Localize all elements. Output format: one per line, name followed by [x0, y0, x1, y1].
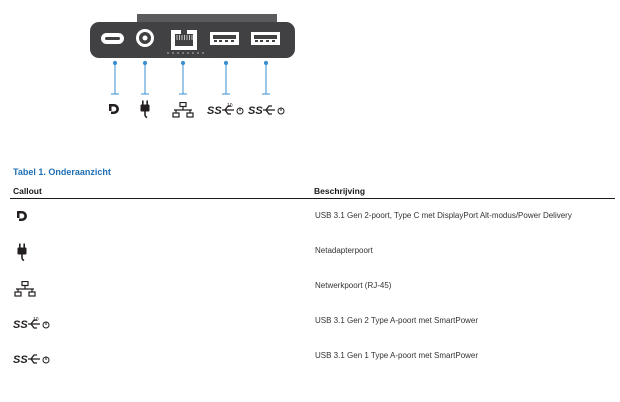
power-port	[136, 29, 154, 47]
displayport-icon	[17, 211, 27, 221]
usb-ss-power-icon	[13, 353, 50, 366]
rj45-port	[171, 30, 197, 50]
network-icon	[172, 102, 194, 118]
table-row: Netwerkpoort (RJ-45)	[10, 271, 615, 306]
callout-leader-lines	[111, 60, 270, 95]
power-plug-icon	[139, 100, 151, 119]
table-header: Callout Beschrijving	[10, 184, 615, 199]
row-description: USB 3.1 Gen 2-poort, Type C met DisplayP…	[315, 211, 572, 220]
table-row: USB 3.1 Gen 2-poort, Type C met DisplayP…	[10, 199, 615, 236]
table-row: USB 3.1 Gen 1 Type A-poort met SmartPowe…	[10, 341, 615, 376]
dock-bottom-view-figure: SS 10 SS	[90, 14, 295, 119]
row-description: USB 3.1 Gen 2 Type A-poort met SmartPowe…	[315, 316, 479, 325]
row-description: Netadapterpoort	[315, 246, 373, 255]
ports-table: Callout Beschrijving USB 3.1 Gen 2-poort…	[10, 184, 615, 376]
usb-a-port-1	[210, 32, 239, 45]
displayport-icon	[109, 104, 119, 114]
row-description: Netwerkpoort (RJ-45)	[315, 281, 392, 290]
table-row: Netadapterpoort	[10, 236, 615, 271]
row-description: USB 3.1 Gen 1 Type A-poort met SmartPowe…	[315, 351, 479, 360]
dock-device	[90, 14, 295, 58]
usb-ss-10-power-icon	[13, 316, 50, 331]
header-description: Beschrijving	[314, 186, 366, 196]
usb-ss-power-icon	[248, 104, 285, 117]
usb-ss-10-power-icon	[207, 102, 244, 117]
table-row: USB 3.1 Gen 2 Type A-poort met SmartPowe…	[10, 306, 615, 341]
network-icon	[14, 281, 36, 297]
power-plug-icon	[16, 243, 28, 262]
usb-a-port-2	[251, 32, 280, 45]
header-callout: Callout	[13, 186, 42, 196]
table-caption: Tabel 1. Onderaanzicht	[13, 167, 111, 177]
